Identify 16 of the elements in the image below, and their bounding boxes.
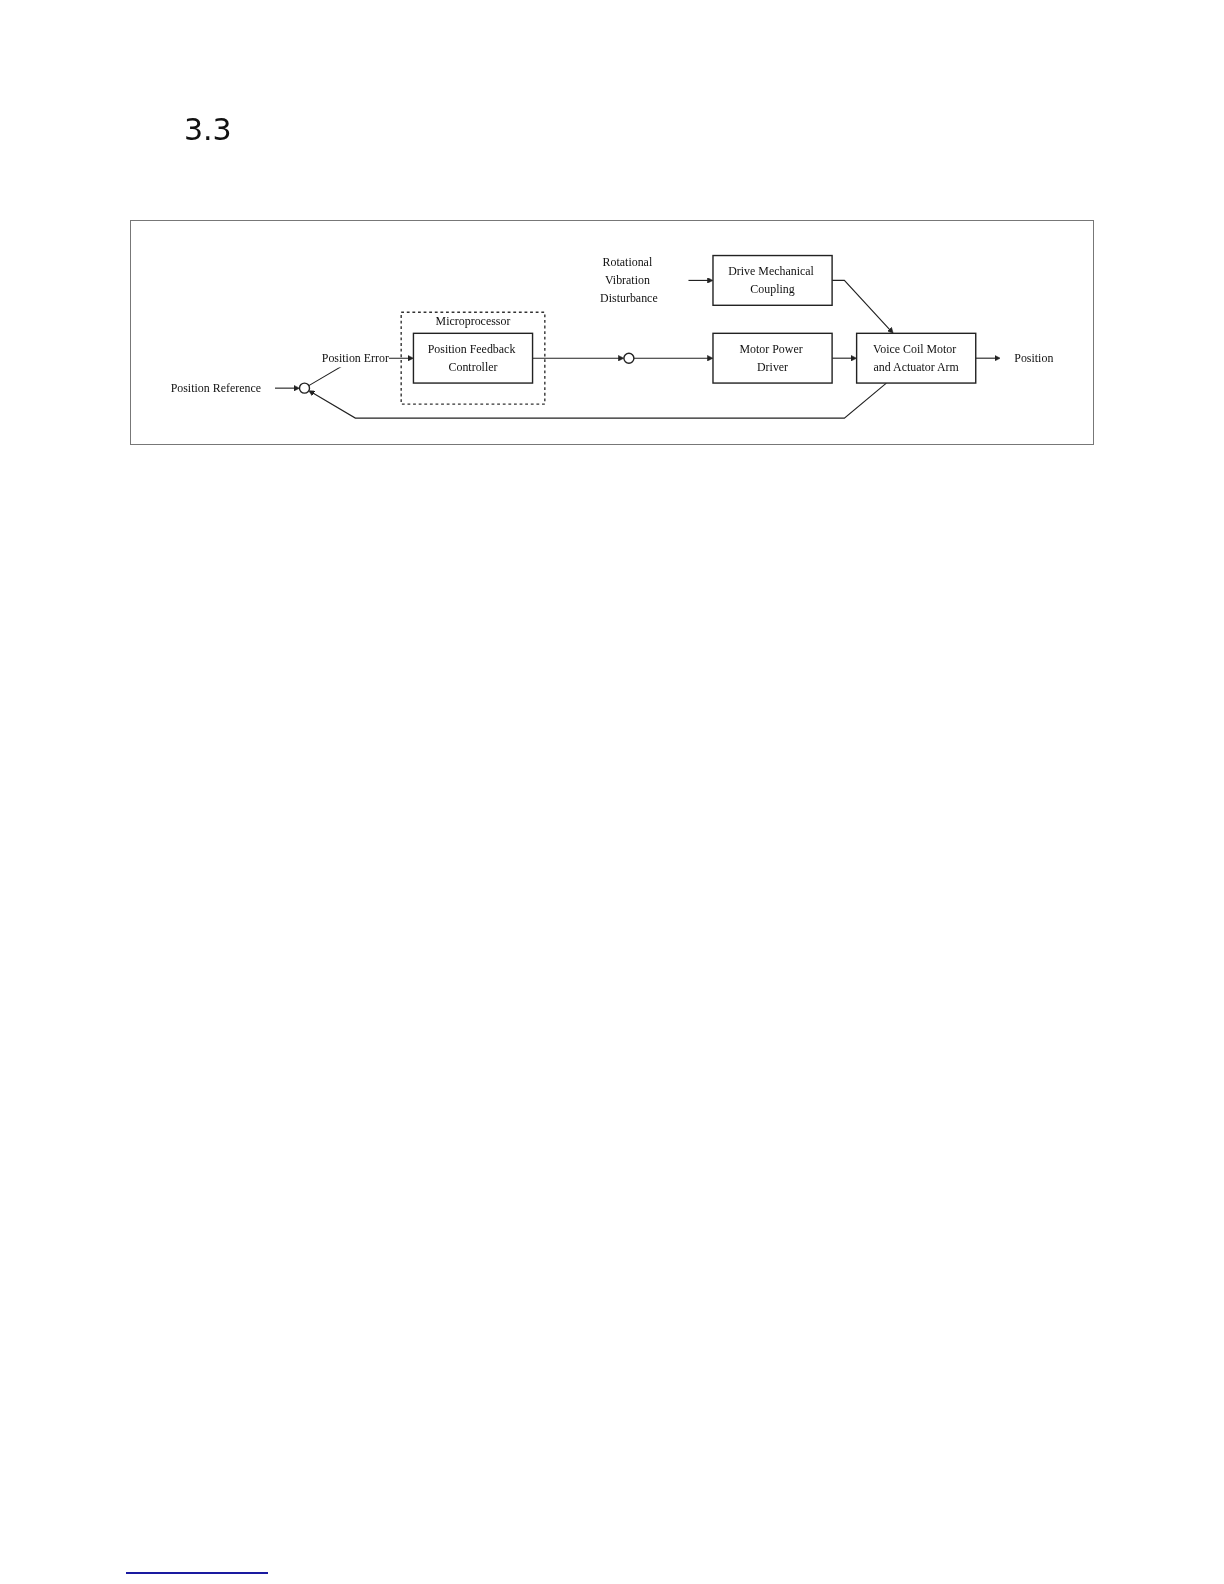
- node-text: Position Reference: [170, 381, 261, 395]
- cluster: [400, 311, 546, 405]
- node-text: Rotational Vibration Disturbance: [600, 255, 658, 305]
- node-circle: [298, 382, 311, 394]
- arrow: [975, 355, 1001, 362]
- node-box: [712, 254, 833, 306]
- node-box: [412, 332, 534, 384]
- section-heading: 3.3: [184, 112, 232, 147]
- node-circle: [623, 352, 635, 364]
- arrow: [532, 355, 625, 362]
- arrow: [274, 385, 300, 392]
- node-box: [712, 332, 833, 384]
- figure-frame: Microprocessor Position Error Position Reference Position Feedback Controller Motor Power Driver Voice Coil Motor and Actuator Arm Position Rotational Vibration Disturbance Drive Mechanical Coupling: [130, 220, 1094, 445]
- node-text: Position: [1014, 351, 1054, 365]
- node-box: [855, 332, 977, 384]
- arrow: [308, 382, 887, 419]
